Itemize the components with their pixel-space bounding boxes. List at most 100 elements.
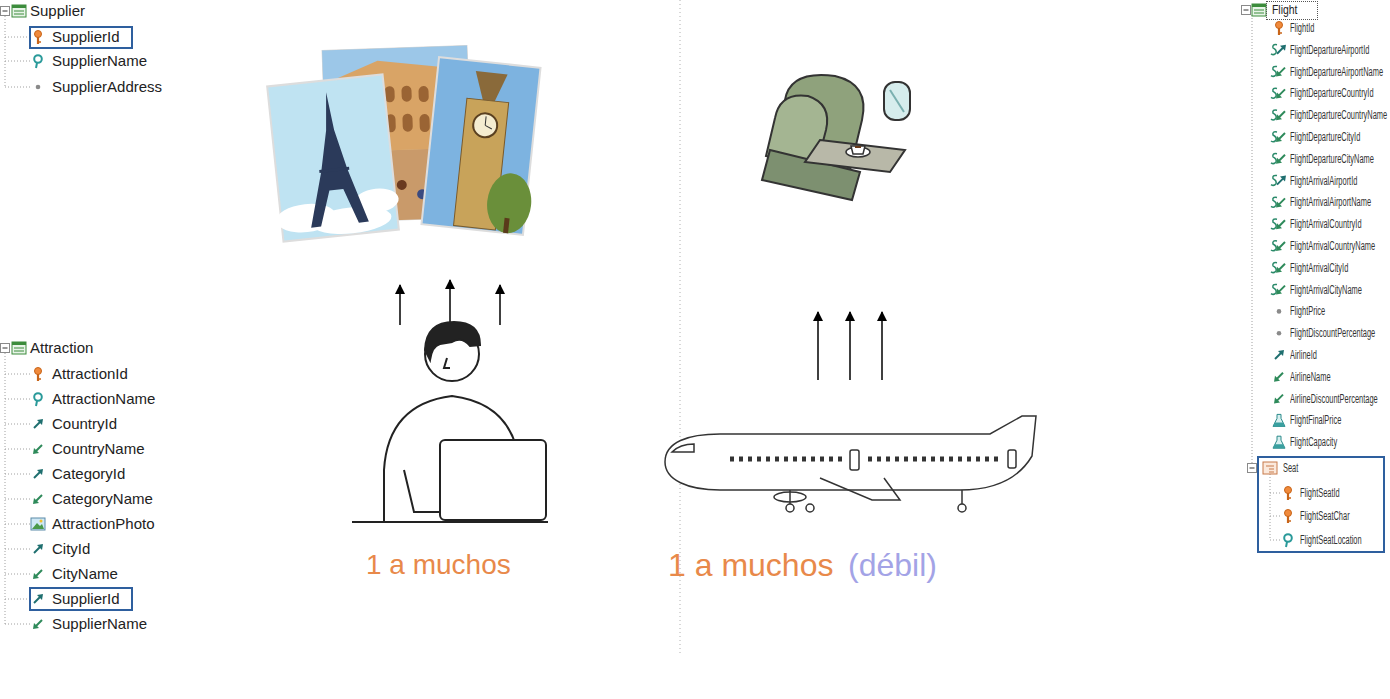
- sinf-icon: [1276, 92, 1282, 98]
- airplane-seat: [846, 147, 870, 157]
- tree-guide-line: [5, 574, 30, 575]
- attribute-name: FlightArrivalCountryId: [1290, 216, 1362, 232]
- attribute-name: CityName: [52, 565, 118, 583]
- key-icon: [1288, 520, 1291, 522]
- table-icon: [14, 11, 24, 12]
- attribute-name: FlightArrivalCityName: [1290, 282, 1362, 298]
- sfk-icon: [1271, 45, 1277, 55]
- attribute-name: SupplierName: [52, 615, 147, 633]
- fk-icon: [34, 594, 43, 603]
- bigben-photo: [503, 218, 510, 233]
- img-icon: [31, 518, 45, 530]
- sinf-icon: [1271, 263, 1285, 273]
- attribute-name: AttractionPhoto: [52, 515, 155, 533]
- formula-icon: [1273, 436, 1285, 448]
- sinf-icon: [1271, 88, 1285, 98]
- attribute-name: SupplierName: [52, 52, 147, 70]
- minus-icon: [3, 11, 8, 12]
- attribute-name: FlightArrivalAirportName: [1290, 194, 1371, 210]
- attribute-name: AirlineName: [1290, 369, 1331, 385]
- table-icon: [1252, 4, 1266, 7]
- tree-guide-line: [5, 499, 30, 500]
- table-icon: [12, 5, 26, 8]
- attribute-name: Attraction: [30, 339, 93, 357]
- inf-icon: [1274, 398, 1280, 404]
- key-icon: [1279, 32, 1282, 34]
- sfk-icon: [1271, 175, 1286, 185]
- sinf-icon: [1271, 88, 1277, 98]
- attribute-name: FlightDepartureCityName: [1290, 151, 1374, 167]
- person-laptop: [444, 358, 450, 368]
- formula-icon: [1273, 422, 1285, 426]
- tree-guide-line: [1270, 516, 1282, 517]
- tree-guide-line: [1270, 474, 1271, 540]
- sinf-icon: [1271, 66, 1285, 76]
- minus-icon: [1248, 464, 1257, 473]
- tree-guide-line: [5, 449, 30, 450]
- sinf-icon: [1271, 241, 1277, 251]
- img-icon: [31, 518, 45, 530]
- sinf-icon: [1276, 158, 1282, 164]
- airplane-seat: [851, 146, 865, 154]
- sinf-icon: [1279, 286, 1285, 292]
- lens-icon: [34, 393, 42, 406]
- minus-icon: [1242, 6, 1251, 15]
- fk-icon: [1278, 350, 1284, 356]
- bigben-photo: [472, 112, 498, 138]
- attribute-name: CategoryName: [52, 490, 153, 508]
- key-icon: [38, 41, 41, 43]
- person-laptop: [440, 440, 546, 520]
- colosseum-photo: [419, 114, 430, 132]
- tree-guide-line: [5, 399, 30, 400]
- up-arrows: [400, 280, 882, 380]
- key-icon: [38, 378, 41, 380]
- inf-icon: [1277, 395, 1283, 401]
- fk-icon: [37, 469, 43, 475]
- level-box: SeatFlightSeatIdFlightSeatCharFlightSeat…: [1257, 456, 1385, 553]
- lens-icon: [34, 55, 42, 63]
- minus-icon: [1244, 10, 1249, 11]
- sfk-icon: [1280, 45, 1286, 51]
- sinf-icon: [1279, 111, 1285, 117]
- sinf-icon: [1279, 198, 1285, 204]
- airplane-seat: [762, 75, 910, 200]
- key-icon: [1285, 510, 1292, 524]
- table-icon: [1252, 4, 1266, 16]
- key-icon: [1287, 516, 1289, 523]
- tree-guide-line: [5, 37, 30, 38]
- minus-icon: [1, 7, 10, 16]
- colosseum-photo: [402, 113, 413, 131]
- attribute-name: FlightId: [1290, 20, 1314, 36]
- attribute-name: AirlineDiscountPercentage: [1290, 391, 1378, 407]
- table-icon: [1254, 10, 1264, 11]
- key-icon: [35, 368, 42, 382]
- tree-guide-line: [1270, 493, 1282, 494]
- inf-icon: [36, 495, 42, 501]
- bigben-photo: [485, 125, 492, 129]
- airplane: [672, 444, 694, 452]
- attribute-name: AttractionName: [52, 390, 155, 408]
- bigben-photo: [485, 116, 487, 125]
- sinf-icon: [1276, 223, 1282, 229]
- attribute-name: FlightSeatId: [1300, 485, 1340, 501]
- lens-icon: [1286, 542, 1287, 547]
- inf-icon: [33, 495, 42, 504]
- table-icon: [14, 348, 24, 349]
- airplane-seat: [805, 140, 905, 172]
- minus-icon: [1242, 6, 1251, 15]
- inf-icon: [36, 445, 42, 451]
- tree-guide-line: [5, 16, 6, 87]
- fk-icon: [34, 544, 43, 553]
- table-icon: [1252, 4, 1266, 16]
- eiffel-photo: [319, 168, 349, 171]
- inf-icon: [36, 620, 42, 626]
- formula-icon: [1273, 414, 1285, 426]
- bigben-photo: [421, 57, 545, 235]
- airplane: [961, 490, 963, 504]
- inf-icon: [36, 570, 42, 576]
- fk-icon: [34, 422, 40, 428]
- attribute-name: FlightDepartureCountryId: [1290, 85, 1374, 101]
- airplane: [806, 504, 814, 512]
- key-icon: [37, 374, 39, 381]
